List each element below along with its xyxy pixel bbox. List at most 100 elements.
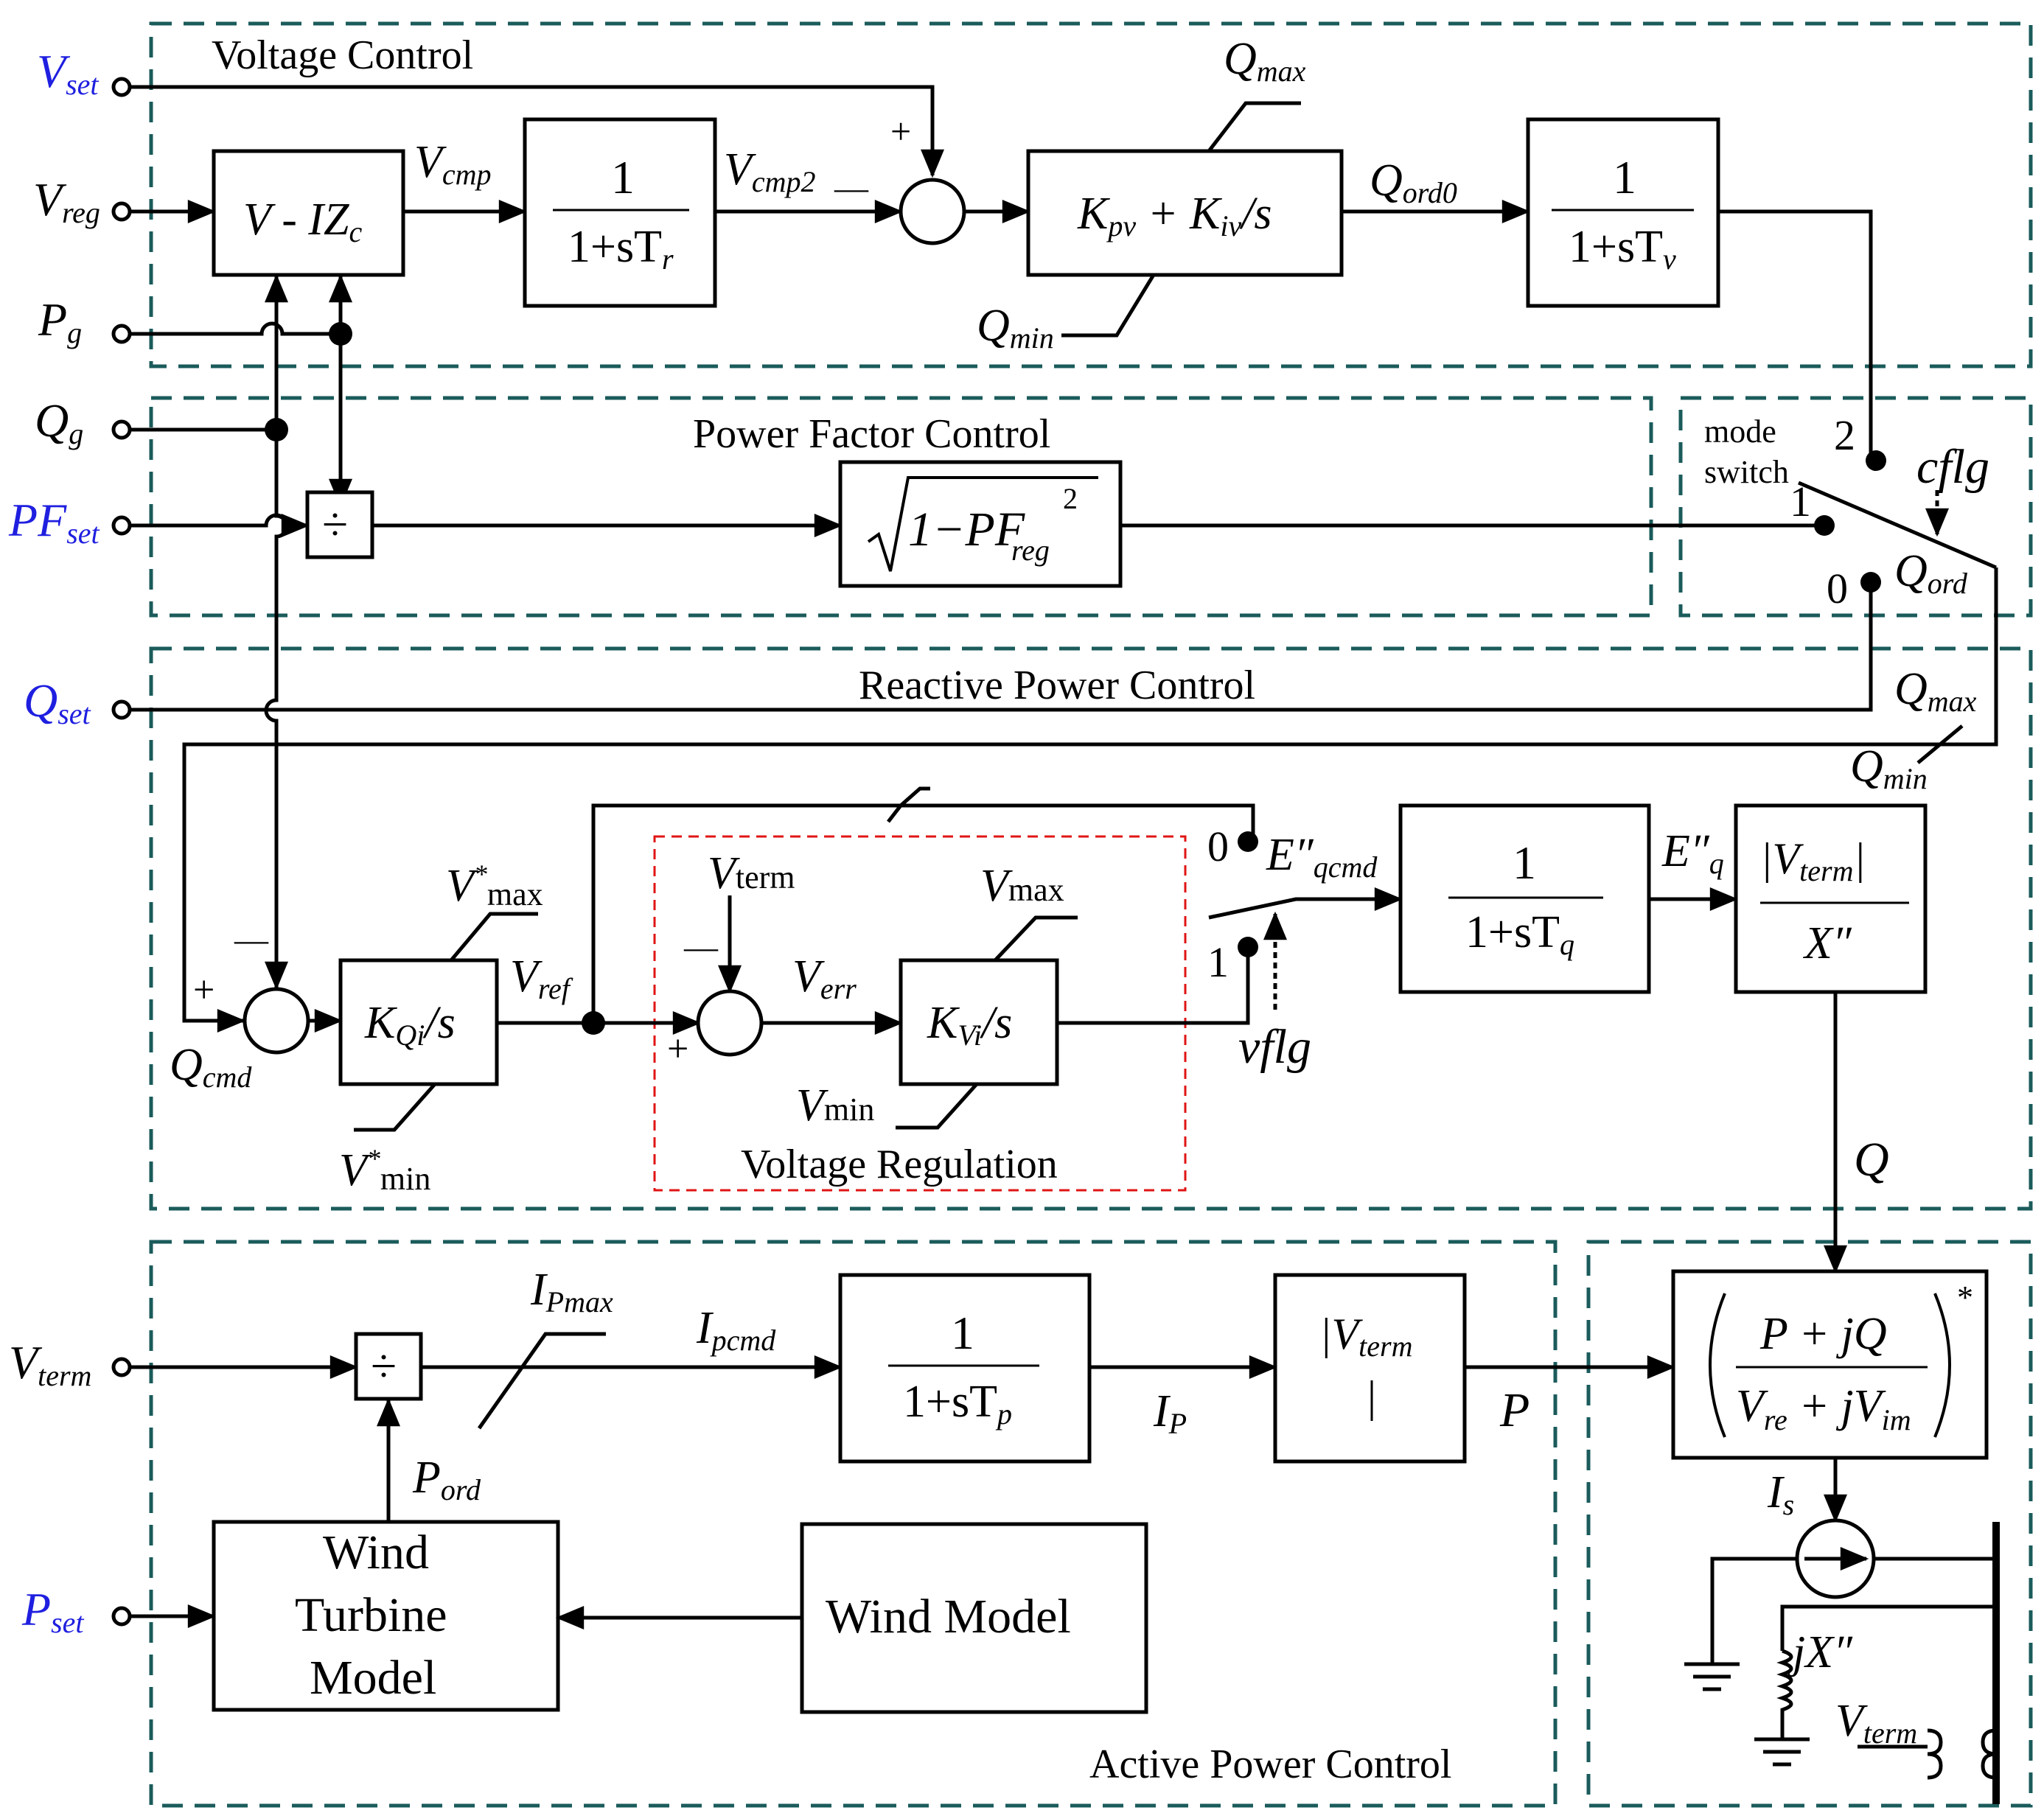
vterm-abs-line1: |Vterm — [1319, 1310, 1412, 1363]
voltage-switch-arm — [1208, 887, 1403, 920]
lag-tr-block — [523, 117, 717, 308]
verr-label: Verr — [792, 951, 857, 1005]
integrator-q-label: KQi/s — [364, 998, 456, 1052]
vr-minus-sign: — — [683, 928, 719, 965]
qmin-top-label: Qmin — [977, 301, 1054, 354]
qmax-top-label: Qmax — [1224, 34, 1306, 88]
lag-tv-den: 1+sTv — [1569, 222, 1676, 276]
svg-text:Vset: Vset — [37, 45, 99, 101]
svg-text:Qset: Qset — [24, 674, 91, 730]
integrator-q-block — [338, 958, 499, 1086]
vterm-in-label: Vterm — [708, 848, 795, 898]
svg-text:Vreg: Vreg — [33, 173, 100, 229]
mode-switch-line1: mode — [1704, 413, 1776, 450]
lag-tq-den: 1+sTq — [1465, 907, 1574, 961]
pg-junction — [329, 322, 352, 346]
mode-switch-arm — [1798, 481, 1997, 570]
wind-model-label: Wind Model — [826, 1590, 1071, 1643]
pord-label: Pord — [412, 1453, 481, 1506]
voltage-control-title: Voltage Control — [212, 32, 473, 78]
reactive-power-control-region — [149, 646, 2033, 1211]
vterm-abs-block — [1273, 1273, 1467, 1464]
current-calc-block — [1671, 1269, 1989, 1460]
lag-tv-num: 1 — [1613, 151, 1636, 203]
regulation-summer — [696, 989, 764, 1057]
qcmd-label: Qcmd — [170, 1040, 252, 1094]
input-qg: Qg — [35, 394, 132, 450]
input-vreg: Vreg — [33, 173, 132, 229]
active-power-control-region — [149, 1240, 1558, 1808]
ipmax-label: IPmax — [530, 1265, 613, 1318]
voltage-regulation-title: Voltage Regulation — [741, 1142, 1058, 1187]
eq-label: E″q — [1661, 826, 1724, 880]
lag-tp-den: 1+sTp — [903, 1377, 1012, 1431]
q-out-label: Q — [1854, 1133, 1889, 1187]
integrator-v-label: KVi/s — [927, 998, 1012, 1052]
lag-tp-block — [838, 1273, 1092, 1464]
vc-minus-sign: — — [834, 169, 869, 206]
svg-text:Pg: Pg — [38, 293, 82, 349]
mode-switch-region — [1678, 396, 2033, 618]
current-calc-conj: * — [1957, 1279, 1973, 1316]
power-factor-control-region — [149, 396, 1653, 618]
lag-tr-den: 1+sTr — [568, 222, 674, 276]
power-factor-control-title: Power Factor Control — [693, 411, 1050, 457]
voltage-control-region — [149, 21, 2033, 368]
sqrt-pf-label: 1−PF — [908, 503, 1025, 556]
sqrt-pf-sub: reg — [1011, 534, 1050, 567]
vswitch-pos-0: 0 — [1207, 822, 1229, 870]
cflg-label: cflg — [1916, 440, 1989, 494]
vterm-abs-line2: | — [1367, 1372, 1376, 1421]
rq-plus-sign: + — [193, 969, 214, 1011]
vmax-label: Vmax — [980, 861, 1064, 911]
is-label: Is — [1767, 1467, 1794, 1521]
wind-model-block — [800, 1522, 1148, 1714]
divider-pf-symbol: ÷ — [322, 498, 348, 551]
vterm-over-x-num: |Vterm| — [1760, 834, 1866, 887]
rq-minus-sign: — — [234, 921, 269, 958]
wind-turbine-line2: Turbine — [295, 1588, 447, 1642]
vc-plus-sign: + — [890, 111, 911, 152]
lag-tq-num: 1 — [1513, 836, 1536, 889]
vstar-min-label: V*min — [339, 1144, 430, 1197]
lag-tv-block — [1526, 117, 1720, 308]
lag-tp-num: 1 — [951, 1307, 974, 1359]
pi-voltage-label: Kpv + Kiv/s — [1077, 189, 1272, 242]
wind-turbine-model-block — [212, 1520, 560, 1712]
current-calc-den: Vre + jVim — [1736, 1381, 1911, 1436]
qmin-mid-label: Qmin — [1850, 741, 1928, 795]
vstar-max-label: V*max — [446, 859, 543, 912]
wind-turbine-line1: Wind — [323, 1526, 429, 1579]
vr-plus-sign: + — [667, 1028, 688, 1070]
input-vset: Vset — [37, 45, 132, 101]
reactive-power-control-title: Reactive Power Control — [859, 663, 1255, 708]
vterm-over-x-den: X″ — [1802, 918, 1852, 968]
input-pfset: PFset — [8, 494, 132, 550]
lag-tr-num: 1 — [611, 151, 635, 203]
divider-p-symbol: ÷ — [371, 1340, 397, 1392]
qord-label: Qord — [1894, 546, 1968, 600]
jx-label: jX″ — [1787, 1627, 1853, 1677]
svg-text:PFset: PFset — [8, 494, 100, 550]
input-vterm: Vterm — [9, 1336, 132, 1392]
qmax-mid-label: Qmax — [1894, 664, 1977, 718]
svg-text:Pset: Pset — [21, 1583, 84, 1639]
grid-interface-region — [1586, 1240, 2033, 1808]
vflg-label: vflg — [1238, 1020, 1311, 1074]
active-power-control-title: Active Power Control — [1089, 1742, 1451, 1787]
ipcmd-label: Ipcmd — [696, 1303, 776, 1357]
eqcmd-label: E″qcmd — [1266, 830, 1378, 884]
current-calc-num: P + jQ — [1759, 1309, 1887, 1359]
switch-pos-0: 0 — [1827, 565, 1848, 612]
qord0-label: Qord0 — [1370, 156, 1457, 209]
vterm-bus-label: Vterm — [1835, 1696, 1917, 1750]
vmin-label: Vmin — [796, 1080, 874, 1131]
vref-label: Vref — [510, 951, 573, 1005]
voltage-summer — [899, 178, 966, 245]
reactive-summer — [243, 987, 310, 1055]
svg-text:Qg: Qg — [35, 394, 83, 450]
compensator-block — [212, 149, 405, 277]
vswitch-pos-1: 1 — [1207, 938, 1229, 986]
svg-text:Vterm: Vterm — [9, 1336, 91, 1392]
vcmp-label: Vcmp — [414, 137, 492, 191]
